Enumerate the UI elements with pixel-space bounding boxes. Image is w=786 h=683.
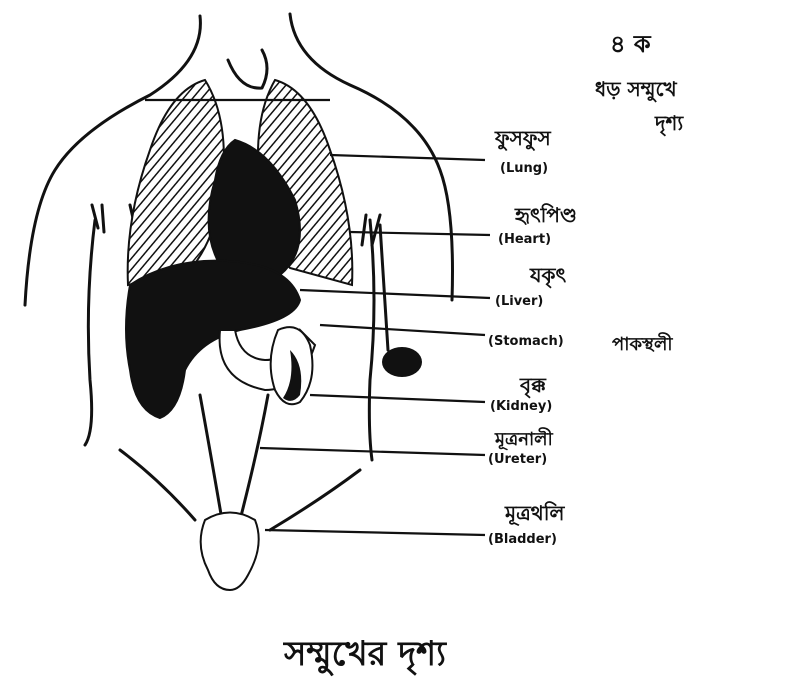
bladder-label-bengali: মূত্রথলি <box>504 501 565 526</box>
figure-caption: সম্মুখের দৃশ্য <box>283 634 447 676</box>
ureters <box>200 395 268 520</box>
stomach-label-bengali: পাকস্থলী <box>612 332 673 355</box>
organ-labels: ফুসফুস (Lung) হৃৎপিণ্ড (Heart) যকৃৎ (Liv… <box>488 126 673 547</box>
svg-text:ধড় সম্মুখে: ধড় সম্মুখে <box>595 77 678 103</box>
corner-note: ৪ ক ধড় সম্মুখে দৃশ্য <box>595 29 684 136</box>
liver-label-english: (Liver) <box>495 294 543 309</box>
lung-label-bengali: ফুসফুস <box>494 126 551 151</box>
bladder-label-english: (Bladder) <box>488 532 557 547</box>
lung-label-english: (Lung) <box>500 161 548 176</box>
kidney-label-english: (Kidney) <box>490 399 552 414</box>
ureter-label-english: (Ureter) <box>488 452 547 467</box>
svg-text:৪ ক: ৪ ক <box>610 29 652 58</box>
ureter-label-bengali: মূত্রনালী <box>494 427 554 450</box>
svg-text:দৃশ্য: দৃশ্য <box>654 111 684 136</box>
spleen-vessel <box>380 225 388 350</box>
heart-label-english: (Heart) <box>498 232 551 247</box>
kidney-label-bengali: বৃক্ক <box>519 373 547 398</box>
stomach-label-english: (Stomach) <box>488 334 564 349</box>
liver-label-bengali: যকৃৎ <box>529 263 567 288</box>
heart-label-bengali: হৃৎপিণ্ড <box>514 203 577 227</box>
bladder <box>201 513 259 591</box>
